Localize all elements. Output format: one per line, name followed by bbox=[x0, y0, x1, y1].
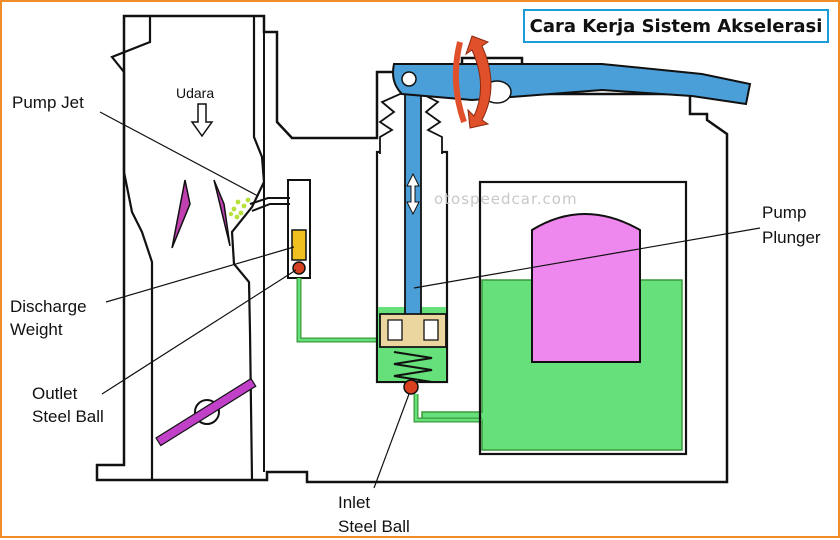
leader-pump-jet bbox=[99, 111, 259, 197]
label-outlet-steel-ball: Steel Ball bbox=[32, 407, 104, 426]
label-pump: Pump bbox=[762, 203, 806, 222]
plunger-motion-icon bbox=[406, 172, 420, 216]
leader-outlet-ball bbox=[101, 269, 297, 395]
leader-pump-plunger bbox=[413, 227, 761, 289]
label-pump-jet: Pump Jet bbox=[12, 93, 84, 112]
label-inlet: Inlet bbox=[338, 493, 370, 512]
label-discharge: Discharge bbox=[10, 297, 87, 316]
venturi-wall-left bbox=[110, 16, 154, 480]
pump-jet-nozzle bbox=[249, 197, 290, 205]
venturi-right bbox=[213, 179, 231, 247]
pump-spring bbox=[393, 351, 433, 383]
label-inlet-steel-ball: Steel Ball bbox=[338, 517, 410, 536]
float-bowl bbox=[478, 180, 688, 456]
label-plunger: Plunger bbox=[762, 228, 821, 247]
label-outlet: Outlet bbox=[32, 384, 78, 403]
throttle-plate bbox=[155, 377, 257, 447]
outlet-steel-ball bbox=[292, 261, 306, 275]
inlet-steel-ball bbox=[403, 379, 419, 395]
rotation-arrow-icon bbox=[465, 35, 492, 129]
jet-spray bbox=[228, 197, 251, 220]
venturi-left bbox=[171, 179, 191, 249]
leader-inlet-ball bbox=[373, 393, 410, 489]
accelerator-lever bbox=[392, 63, 752, 106]
label-udara: Udara bbox=[176, 85, 214, 101]
carburetor-body-outline bbox=[95, 14, 729, 484]
venturi-wall-right bbox=[230, 16, 266, 481]
float bbox=[531, 213, 641, 363]
leader-discharge-weight bbox=[105, 246, 295, 303]
label-weight: Weight bbox=[10, 320, 63, 339]
air-arrow-icon bbox=[190, 103, 214, 138]
watermark: otospeedcar.com bbox=[434, 190, 578, 208]
fuel-passage-outlet bbox=[296, 278, 382, 343]
lever-pin bbox=[401, 71, 417, 87]
diagram-title: Cara Kerja Sistem Akselerasi bbox=[523, 9, 829, 43]
discharge-weight bbox=[291, 229, 307, 261]
